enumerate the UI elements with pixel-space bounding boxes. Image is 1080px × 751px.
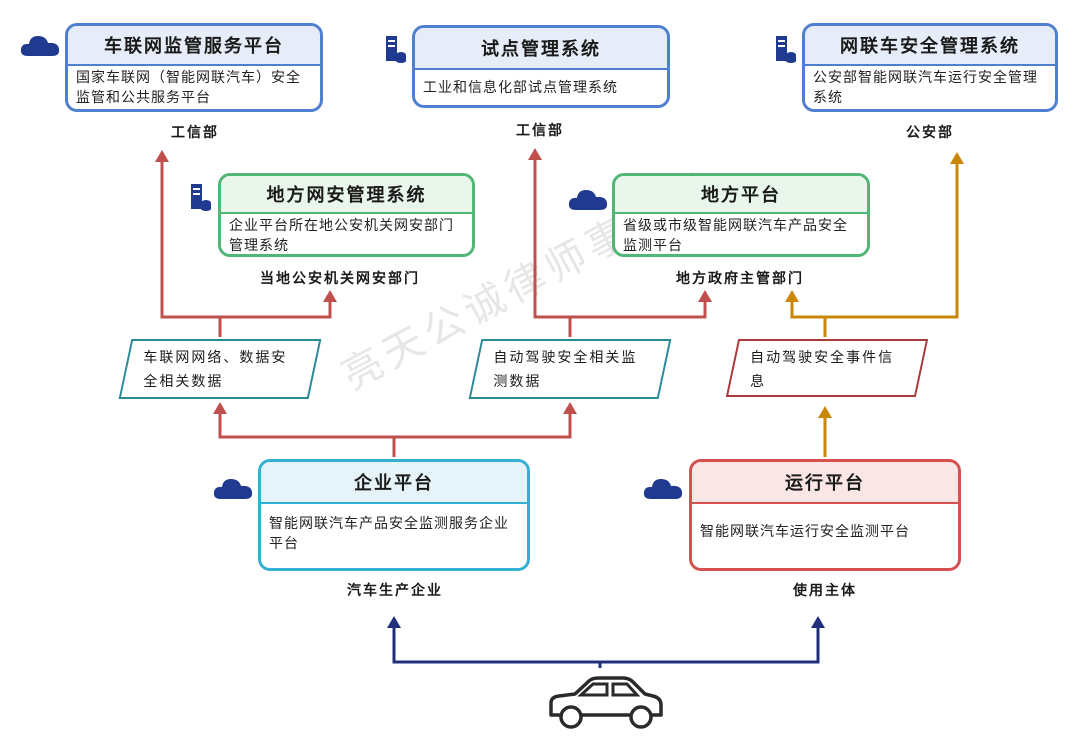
connector-line [533, 158, 572, 337]
arrow-head [323, 290, 337, 302]
pilot-management-system-box: 试点管理系统 工业和信息化部试点管理系统 [412, 25, 670, 108]
local-security-system-box: 地方网安管理系统 企业平台所在地公安机关网安部门管理系统 [218, 173, 475, 257]
arrow-head [528, 148, 542, 160]
local-platform-desc: 省级或市级智能网联汽车产品安全监测平台 [623, 218, 848, 254]
owner-label-local-government: 地方政府主管部门 [676, 271, 804, 287]
cloud-icon [568, 186, 608, 212]
owner-label-local-police: 当地公安机关网安部门 [260, 271, 420, 287]
connector-line [160, 160, 222, 337]
network-data-flow-text: 车联网网络、数据安全相关数据 [143, 350, 288, 390]
security-management-system-box: 网联车安全管理系统 公安部智能网联汽车运行安全管理系统 [802, 23, 1058, 112]
server-icon [775, 35, 797, 63]
arrow-head [811, 616, 825, 628]
connector-line [220, 300, 332, 319]
arrow-head [563, 402, 577, 414]
connector-line [394, 412, 572, 439]
arrow-head [155, 150, 169, 162]
arrow-head [818, 406, 832, 418]
event-info-flow: 自动驾驶安全事件信息 [725, 339, 929, 397]
enterprise-platform-title: 企业平台 [261, 462, 527, 504]
cloud-icon [213, 475, 253, 501]
operation-platform-desc: 智能网联汽车运行安全监测平台 [700, 524, 910, 540]
operation-platform-title: 运行平台 [692, 462, 958, 504]
connector-line [570, 300, 707, 319]
local-security-system-title: 地方网安管理系统 [221, 176, 472, 214]
cloud-icon [643, 475, 683, 501]
car-icon [545, 671, 665, 735]
arrow-head [950, 152, 964, 164]
pilot-management-system-desc: 工业和信息化部试点管理系统 [423, 80, 618, 96]
owner-label-mps: 公安部 [906, 125, 954, 141]
local-security-system-desc: 企业平台所在地公安机关网安部门管理系统 [229, 218, 454, 254]
vehicle-network-platform-box: 车联网监管服务平台 国家车联网（智能网联汽车）安全监管和公共服务平台 [65, 23, 323, 112]
local-platform-title: 地方平台 [615, 176, 867, 214]
enterprise-platform-desc: 智能网联汽车产品安全监测服务企业平台 [269, 516, 509, 552]
connector-line [392, 628, 602, 668]
server-icon [190, 183, 212, 211]
enterprise-platform-box: 企业平台 智能网联汽车产品安全监测服务企业平台 [258, 459, 530, 571]
connector-line [600, 628, 820, 664]
autodrive-data-flow: 自动驾驶安全相关监测数据 [468, 339, 672, 399]
owner-label-manufacturer: 汽车生产企业 [347, 583, 443, 599]
arrow-head [213, 402, 227, 414]
arrow-head [785, 290, 799, 302]
vehicle-network-platform-title: 车联网监管服务平台 [68, 26, 320, 66]
event-info-flow-text: 自动驾驶安全事件信息 [750, 350, 895, 390]
vehicle-network-platform-desc: 国家车联网（智能网联汽车）安全监管和公共服务平台 [76, 70, 301, 106]
server-icon [385, 35, 407, 63]
security-management-system-desc: 公安部智能网联汽车运行安全管理系统 [813, 70, 1038, 106]
autodrive-data-flow-text: 自动驾驶安全相关监测数据 [493, 350, 638, 390]
arrow-head [387, 616, 401, 628]
connector-line [790, 300, 827, 337]
owner-label-user: 使用主体 [793, 583, 857, 599]
owner-label-miit-1: 工信部 [171, 125, 219, 141]
local-platform-box: 地方平台 省级或市级智能网联汽车产品安全监测平台 [612, 173, 870, 257]
connector-line [218, 412, 396, 457]
owner-label-miit-2: 工信部 [516, 123, 564, 139]
arrow-head [698, 290, 712, 302]
operation-platform-box: 运行平台 智能网联汽车运行安全监测平台 [689, 459, 961, 571]
security-management-system-title: 网联车安全管理系统 [805, 26, 1055, 66]
network-data-flow: 车联网网络、数据安全相关数据 [118, 339, 322, 399]
connector-line [825, 162, 959, 319]
cloud-icon [20, 32, 60, 58]
pilot-management-system-title: 试点管理系统 [415, 28, 667, 70]
